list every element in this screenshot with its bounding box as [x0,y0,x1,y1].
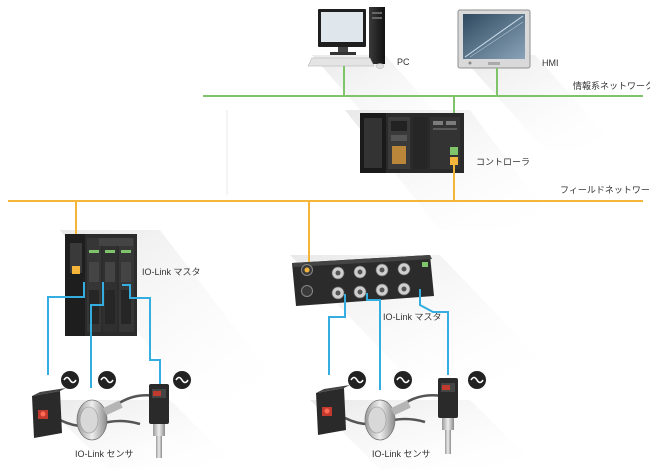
field-network-label: フィールドネットワーク [560,185,650,195]
proximity-sensor-right-icon [364,394,442,441]
io-link-communication-icon [61,371,79,389]
iolink-master-right-label: IO-Link マスタ [383,312,442,322]
iolink-cables-left [47,282,161,388]
pressure-sensor-left-icon [149,384,169,458]
io-link-communication-icon [394,371,412,389]
io-link-communication-icon [98,371,116,389]
iolink-master-left-label: IO-Link マスタ [142,267,201,277]
photoelectric-sensor-right-icon [316,385,426,435]
iolink-sensor-right-label: IO-Link センサ [372,449,431,459]
io-link-communication-icon [348,371,366,389]
io-link-communication-icon [468,371,486,389]
hmi-icon [457,9,531,69]
info-network-label: 情報系ネットワーク [573,80,650,91]
controller-label: コントローラ [476,157,530,167]
iolink-master-right-icon [292,255,434,306]
iolink-cables-right [328,289,449,390]
pc-label: PC [397,57,410,67]
io-link-communication-icon [173,371,191,389]
iolink-master-left-icon [65,234,137,336]
iolink-sensor-left-label: IO-Link センサ [75,449,134,459]
controller-icon [360,113,464,173]
pressure-sensor-right-icon [438,378,458,454]
hmi-label: HMI [542,58,559,68]
pc-icon [307,7,385,69]
